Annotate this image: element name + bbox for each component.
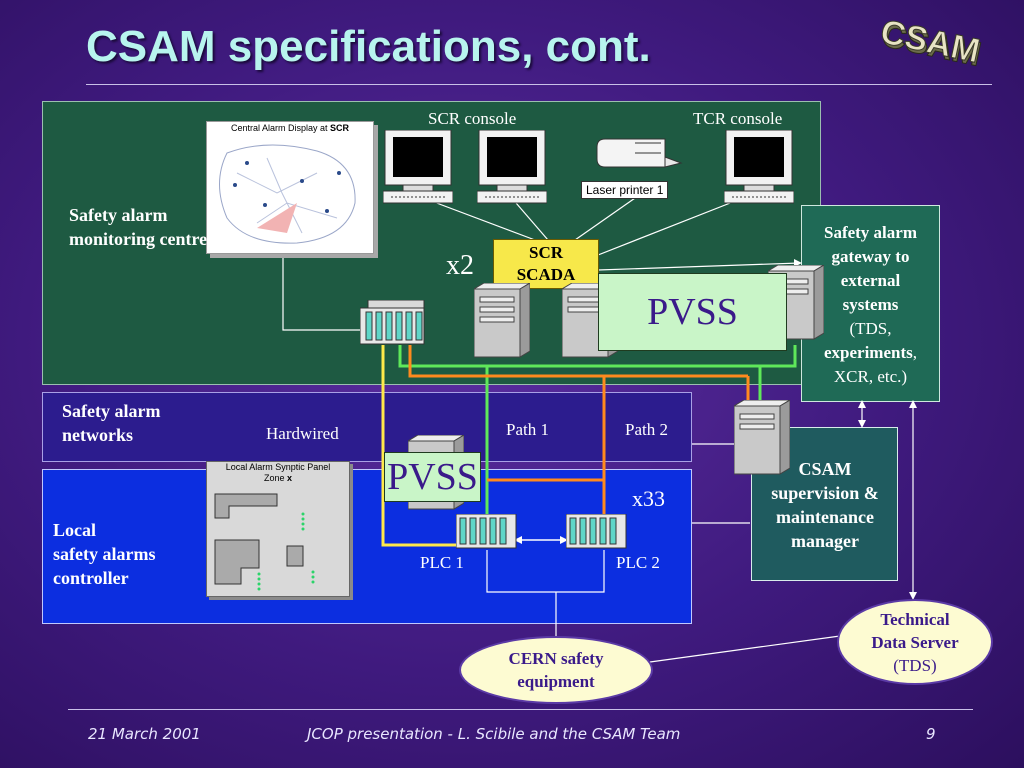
local-synoptic-panel: Local Alarm Synptic Panel Zone x	[206, 461, 350, 597]
central-alarm-display: Central Alarm Display at SCR	[206, 121, 374, 254]
cern-l1: CERN safety	[508, 649, 604, 668]
pvss-local-box[interactable]: PVSS	[384, 452, 481, 502]
cern-l2: equipment	[517, 672, 595, 691]
gateway-label: Safety alarm gateway to external systems…	[803, 221, 938, 389]
gateway-l1: Safety alarm	[823, 223, 917, 242]
printer-label: Laser printer 1	[581, 181, 669, 199]
supervision-label: CSAM supervision & maintenance manager	[754, 457, 896, 553]
gateway-l7: XCR, etc.)	[833, 367, 908, 386]
hardwired-label: Hardwired	[266, 424, 339, 443]
tds-oval[interactable]: Technical Data Server (TDS)	[837, 599, 993, 685]
supervision-l1: CSAM	[798, 459, 852, 479]
gateway-l2: gateway to	[831, 247, 910, 266]
scr-console-2-icon[interactable]	[477, 130, 547, 206]
local-l1: Local	[53, 520, 96, 540]
plc1-icon[interactable]	[456, 514, 518, 550]
footer-presenter: JCOP presentation - L. Scibile and the C…	[307, 725, 681, 743]
plc1-label: PLC 1	[420, 553, 464, 572]
scada-multiplier: x2	[446, 250, 474, 281]
laser-printer-icon[interactable]	[595, 135, 685, 175]
monitoring-centre-label: Safety alarm monitoring centre	[69, 205, 208, 249]
footer-page-number: 9	[926, 725, 936, 743]
synoptic-title: Local Alarm Synptic Panel Zone x	[225, 462, 331, 483]
synoptic-diagram-icon	[214, 493, 315, 591]
scr-console-1-icon[interactable]	[383, 130, 453, 206]
supervision-l3: maintenance	[776, 507, 874, 527]
path1-label: Path 1	[506, 420, 549, 439]
cern-equipment-oval[interactable]: CERN safety equipment	[459, 636, 653, 704]
scada-server-1-icon[interactable]	[474, 283, 530, 358]
tcr-console-label: TCR console	[693, 109, 783, 128]
networks-label: Safety alarm networks	[62, 401, 161, 445]
gateway-l4: systems	[842, 295, 899, 314]
map-title: Central Alarm Display at SCR	[230, 123, 350, 133]
monitoring-plc-icon[interactable]	[360, 300, 426, 346]
gateway-panel	[801, 205, 940, 402]
footer-rule	[68, 709, 973, 710]
local-l3: controller	[53, 568, 129, 588]
supervision-l2: supervision &	[771, 483, 879, 503]
networks-panel	[42, 392, 692, 462]
gateway-l6a: experiments	[823, 343, 913, 362]
title-rule	[86, 84, 992, 85]
supervision-l4: manager	[791, 531, 859, 551]
tds-l3: (TDS)	[893, 655, 937, 675]
page-title: CSAM specifications, cont.	[86, 22, 651, 71]
local-controller-label: Local safety alarms controller	[53, 518, 193, 590]
tds-l1: Technical	[880, 609, 950, 629]
tcr-console-icon[interactable]	[724, 130, 794, 206]
scr-scada-label: SCR SCADA	[516, 243, 576, 284]
scr-scada-box[interactable]: SCR SCADA	[493, 239, 599, 289]
gateway-l3: external	[840, 271, 901, 290]
csam-logo: CSAM CSAM	[877, 12, 985, 74]
supervision-server-icon[interactable]	[734, 400, 790, 475]
plc2-label: PLC 2	[616, 553, 660, 572]
tds-l2: Data Server	[871, 632, 959, 652]
plc-multiplier: x33	[632, 486, 665, 511]
map-icon	[219, 144, 356, 244]
local-l2: safety alarms	[53, 544, 156, 564]
plc2-icon[interactable]	[566, 514, 628, 550]
gateway-l6b: ,	[912, 343, 917, 362]
scr-console-label: SCR console	[428, 109, 517, 128]
pvss-monitoring-box[interactable]: PVSS	[598, 273, 787, 351]
gateway-l5: (TDS,	[849, 319, 892, 338]
footer-date: 21 March 2001	[88, 725, 201, 743]
path2-label: Path 2	[625, 420, 668, 439]
